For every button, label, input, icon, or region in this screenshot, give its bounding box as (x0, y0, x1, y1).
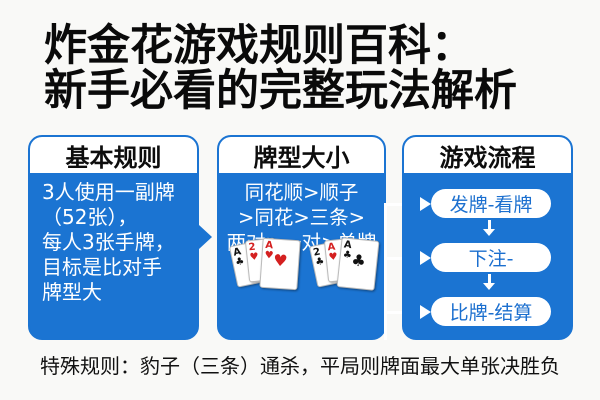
rule-line: 目标是比对手 (42, 255, 162, 279)
rule-line: 牌型大 (42, 280, 102, 304)
arrow-down-icon (483, 229, 495, 236)
special-rules-footer: 特殊规则：豹子（三条）通杀，平局则牌面最大单张决胜负 (40, 354, 560, 378)
basic-rules-heading: 基本规则 (30, 137, 197, 174)
card-suit: ♣ (314, 255, 326, 269)
arrow-down-line (488, 274, 491, 284)
ranking-line: >同花>三条> (237, 206, 366, 229)
rule-line: 3人使用一副牌 (42, 180, 175, 204)
page-title: 炸金花游戏规则百科： 新手必看的完整玩法解析 (44, 24, 584, 114)
arrow-down-line (488, 220, 491, 230)
hand-rankings-panel: 牌型大小 同花顺>顺子 >同花>三条> 两对>一对>单牌 A ♣ 2 ♥ A ♥… (217, 135, 422, 340)
flow-step-showdown: 比牌-结算 (431, 297, 551, 326)
arrow-right-icon (420, 197, 431, 211)
club-icon: ♣ (350, 250, 367, 271)
title-line-1: 炸金花游戏规则百科： (44, 21, 474, 71)
card-suit: ♣ (234, 255, 246, 269)
rule-line: （52张）， (42, 205, 138, 229)
arrow-right-icon (199, 225, 212, 249)
flow-step-deal: 发牌-看牌 (431, 189, 551, 218)
basic-rules-panel: 基本规则 3人使用一副牌 （52张）， 每人3张手牌， 目标是比对手 牌型大 (28, 135, 212, 340)
basic-rules-text: 3人使用一副牌 （52张）， 每人3张手牌， 目标是比对手 牌型大 (30, 174, 197, 305)
title-line-2: 新手必看的完整玩法解析 (44, 66, 517, 116)
connector-line (384, 203, 387, 340)
card-suit: ♥ (249, 251, 260, 264)
ranking-line: 同花顺>顺子 (244, 181, 359, 204)
playing-card-icon: A ♣ ♣ (336, 237, 380, 291)
arrow-down-icon (483, 283, 495, 290)
game-flow-panel: 游戏流程 发牌-看牌 下注- 比牌-结算 (402, 135, 573, 340)
rule-line: 每人3张手牌， (42, 230, 175, 254)
playing-cards-illustration: A ♣ 2 ♥ A ♥ ♥ 2 ♣ A ♥ A ♣ ♣ (228, 237, 380, 297)
playing-card-icon: A ♥ ♥ (259, 237, 301, 291)
arrow-right-icon (420, 251, 431, 265)
arrow-right-icon (420, 305, 431, 319)
game-flow-heading: 游戏流程 (404, 137, 571, 174)
heart-icon: ♥ (272, 250, 289, 271)
flow-step-bet: 下注- (431, 243, 551, 272)
hand-rankings-heading: 牌型大小 (219, 137, 384, 174)
card-suit: ♥ (328, 251, 339, 264)
